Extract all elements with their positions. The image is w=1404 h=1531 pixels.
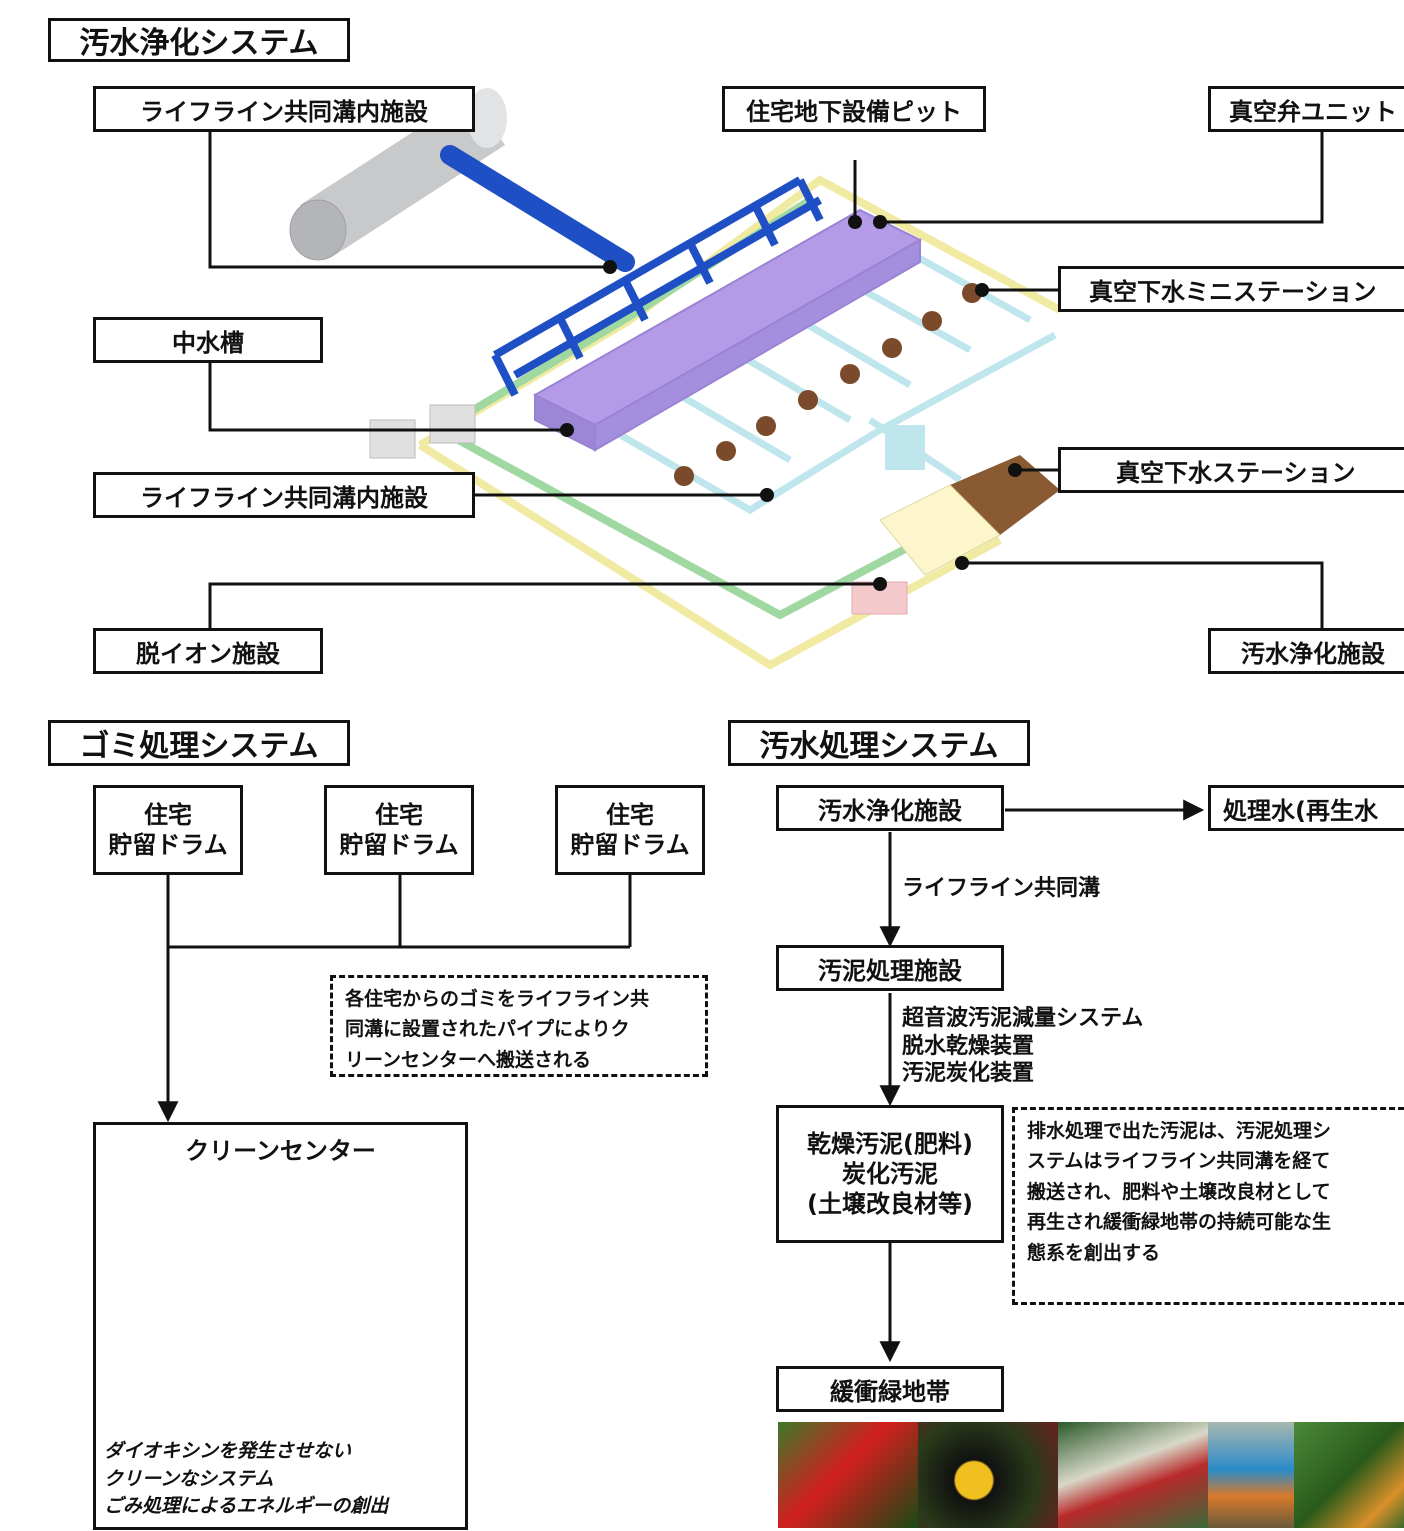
sludge-methods-list: 超音波汚泥減量システム 脱水乾燥装置 汚泥炭化装置	[902, 1006, 1144, 1086]
vacuum-station-block	[950, 455, 1060, 535]
clean-center-caption: ダイオキシンを発生させない クリーンなシステム ごみ処理によるエネルギーの創出	[104, 1440, 389, 1518]
garbage-section-title: ゴミ処理システム	[48, 720, 350, 766]
photo-red-berries	[1058, 1422, 1208, 1528]
purple-house-units	[532, 208, 923, 452]
label-purification-facility: 汚水浄化施設	[1208, 628, 1404, 674]
sewage-section-title: 汚水処理システム	[728, 720, 1030, 766]
sludge-facility-box: 汚泥処理施設	[776, 945, 1004, 991]
clean-center-box: クリーンセンター ダイオキシンを発生させない クリーンなシステム ごみ処理による…	[93, 1122, 468, 1530]
garbage-transport-note: 各住宅からのゴミをライフライン共 同溝に設置されたパイプによりク リーンセンター…	[330, 975, 708, 1077]
lifeline-culvert-label: ライフライン共同溝	[902, 876, 1101, 901]
label-lifeline-mid: ライフライン共同溝内施設	[93, 472, 475, 518]
isometric-illustration	[289, 88, 1062, 670]
garbage-drum-1: 住宅 貯留ドラム	[93, 785, 243, 875]
purification-section-title: 汚水浄化システム	[48, 18, 350, 62]
label-underground-pit: 住宅地下設備ピット	[722, 86, 986, 132]
greywater-tank-2	[429, 404, 476, 444]
sewage-connectors	[879, 799, 1205, 1363]
purification-block	[879, 484, 1001, 576]
garbage-drum-2: 住宅 貯留ドラム	[324, 785, 474, 875]
buffer-green-belt-box: 緩衝緑地帯	[776, 1366, 1004, 1412]
greywater-tank-1	[369, 419, 416, 459]
connector-dots	[560, 215, 1022, 591]
photo-kingfisher	[1208, 1422, 1294, 1528]
label-lifeline-top: ライフライン共同溝内施設	[93, 86, 475, 132]
photo-tree-fruit	[1294, 1422, 1404, 1528]
garbage-drum-3: 住宅 貯留ドラム	[555, 785, 705, 875]
photo-toucan	[918, 1422, 1058, 1528]
blue-distribution-grid	[491, 176, 824, 397]
label-vacuum-valve-unit: 真空弁ユニット	[1208, 86, 1404, 132]
sludge-recycling-note: 排水処理で出た汚泥は、汚泥処理シ ステムはライフライン共同溝を経て 搬送され、肥…	[1012, 1107, 1404, 1305]
blue-main-pipe	[440, 145, 635, 272]
lifeline-culvert-tube	[289, 88, 507, 261]
purification-connectors	[208, 130, 1324, 628]
junction-block	[885, 425, 925, 470]
garbage-connectors	[157, 875, 632, 1123]
photo-red-flower	[778, 1422, 918, 1528]
sludge-products-box: 乾燥汚泥(肥料) 炭化汚泥 (土壌改良材等)	[776, 1105, 1004, 1243]
label-greywater-tank: 中水槽	[93, 317, 323, 363]
label-deion-facility: 脱イオン施設	[93, 628, 323, 674]
treated-water-box: 処理水(再生水	[1208, 785, 1404, 831]
clean-center-title: クリーンセンター	[185, 1137, 376, 1165]
label-vacuum-station: 真空下水ステーション	[1058, 447, 1404, 493]
sewage-purification-facility: 汚水浄化施設	[776, 785, 1004, 831]
label-vacuum-mini-station: 真空下水ミニステーション	[1058, 266, 1404, 312]
